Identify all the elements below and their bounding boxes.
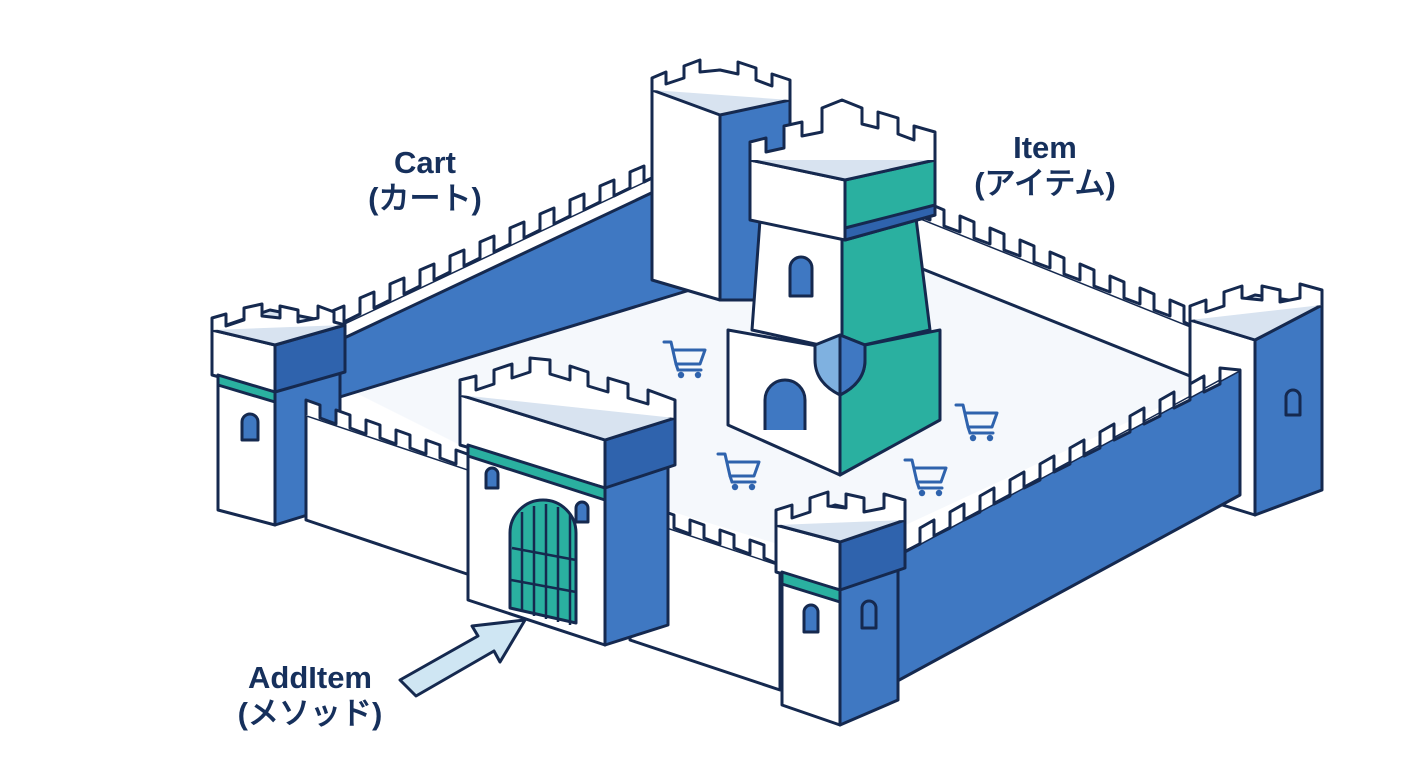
item-label: Item (アイテム)	[930, 130, 1160, 202]
tower-front	[774, 490, 907, 727]
keep	[726, 98, 942, 477]
additem-subtitle: (メソッド)	[237, 696, 383, 731]
cart-subtitle: (カート)	[368, 181, 482, 216]
arrow-icon	[398, 618, 527, 698]
item-title: Item	[1013, 130, 1077, 165]
item-subtitle: (アイテム)	[974, 166, 1116, 201]
portcullis-icon	[508, 498, 578, 625]
cart-title: Cart	[393, 145, 456, 180]
cart-label: Cart (カート)	[330, 145, 520, 217]
additem-label: AddItem (メソッド)	[200, 660, 420, 732]
gatehouse	[458, 356, 677, 647]
additem-title: AddItem	[248, 660, 372, 695]
